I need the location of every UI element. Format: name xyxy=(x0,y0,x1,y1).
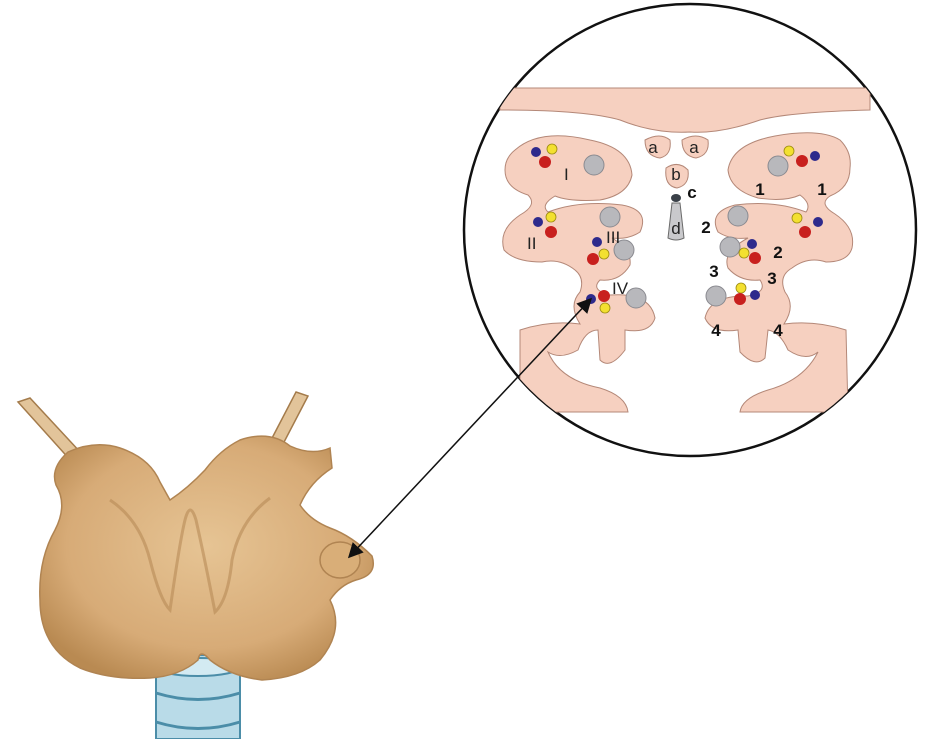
blue-dot xyxy=(531,147,541,157)
grey-dot xyxy=(768,156,788,176)
label-4-right: 4 xyxy=(773,321,783,340)
red-dot xyxy=(587,253,599,265)
red-dot xyxy=(796,155,808,167)
grey-dot xyxy=(720,237,740,257)
blue-dot xyxy=(747,239,757,249)
red-dot xyxy=(749,252,761,264)
yellow-dot xyxy=(739,248,749,258)
label-roman-III: III xyxy=(606,228,620,247)
label-2-right: 2 xyxy=(773,243,782,262)
connector-arrow xyxy=(350,300,590,556)
yellow-dot xyxy=(792,213,802,223)
label-1-left: 1 xyxy=(755,180,764,199)
grey-dot xyxy=(584,155,604,175)
label-roman-II: II xyxy=(527,234,536,253)
yellow-dot xyxy=(784,146,794,156)
label-c: c xyxy=(687,183,696,202)
label-3-left: 3 xyxy=(709,262,718,281)
blue-dot xyxy=(592,237,602,247)
label-1-right: 1 xyxy=(817,180,826,199)
grey-dot xyxy=(600,207,620,227)
label-roman-IV: IV xyxy=(612,279,629,298)
grey-dot xyxy=(728,206,748,226)
label-d: d xyxy=(671,219,680,238)
red-dot xyxy=(545,226,557,238)
label-roman-I: I xyxy=(564,165,569,184)
yellow-dot xyxy=(599,249,609,259)
red-dot xyxy=(799,226,811,238)
yellow-dot xyxy=(600,303,610,313)
gland xyxy=(18,392,373,680)
yellow-dot xyxy=(546,212,556,222)
label-3-right: 3 xyxy=(767,269,776,288)
yellow-dot xyxy=(547,144,557,154)
label-4-left: 4 xyxy=(711,321,721,340)
red-dot xyxy=(598,290,610,302)
label-a-left: a xyxy=(648,138,658,157)
label-2-left: 2 xyxy=(701,218,710,237)
blue-dot xyxy=(813,217,823,227)
red-dot xyxy=(734,293,746,305)
blue-dot xyxy=(750,290,760,300)
blue-dot xyxy=(810,151,820,161)
label-a-right: a xyxy=(689,138,699,157)
structure-c xyxy=(671,194,681,202)
label-b: b xyxy=(671,165,680,184)
blue-dot xyxy=(533,217,543,227)
red-dot xyxy=(539,156,551,168)
grey-dot xyxy=(626,288,646,308)
yellow-dot xyxy=(736,283,746,293)
grey-dot xyxy=(706,286,726,306)
magnified-view: a a b c d I II III IV 1 1 2 2 3 3 4 4 xyxy=(464,4,916,456)
